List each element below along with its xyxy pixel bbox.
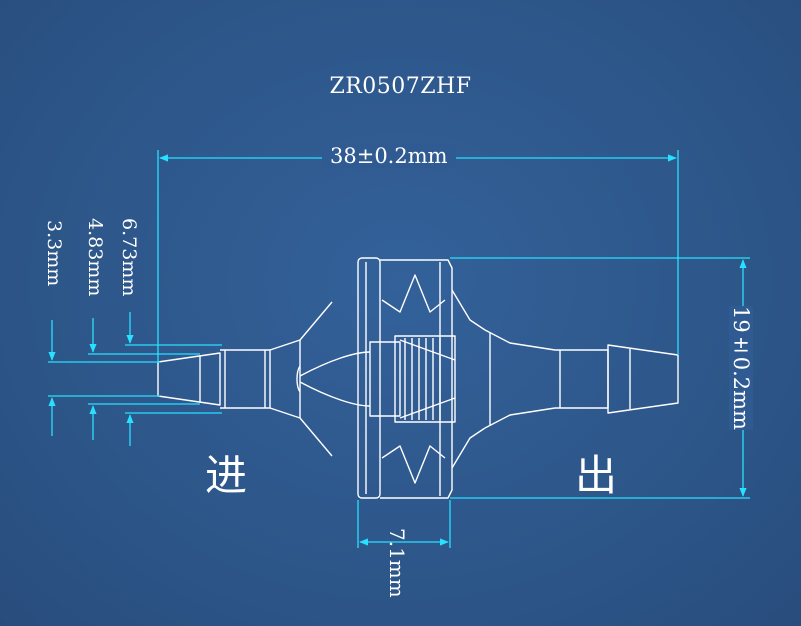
inlet-label: 进	[205, 451, 248, 500]
body-diameter-label: 19±0.2mm	[729, 306, 753, 430]
body-width-label: 7.1mm	[385, 528, 409, 598]
length-label: 38±0.2mm	[322, 144, 456, 168]
outlet-label: 出	[575, 451, 618, 500]
model-title: ZR0507ZHF	[329, 74, 472, 99]
inlet-barb	[157, 352, 221, 406]
barb-root-label: 4.83mm	[84, 218, 106, 297]
valve-body	[380, 259, 453, 499]
barb-outer-label: 6.73mm	[118, 218, 140, 297]
bore-label: 3.3mm	[43, 220, 65, 287]
inner-cage	[381, 274, 446, 484]
outlet-barb	[607, 344, 679, 414]
poppet	[299, 351, 371, 407]
inlet-taper	[269, 301, 333, 457]
outlet-tube	[555, 349, 609, 409]
body-flange	[357, 257, 381, 499]
dimension-lines	[48, 150, 750, 548]
inlet-tube	[220, 349, 271, 409]
valve-outline	[157, 257, 679, 499]
outlet-taper	[484, 329, 556, 429]
